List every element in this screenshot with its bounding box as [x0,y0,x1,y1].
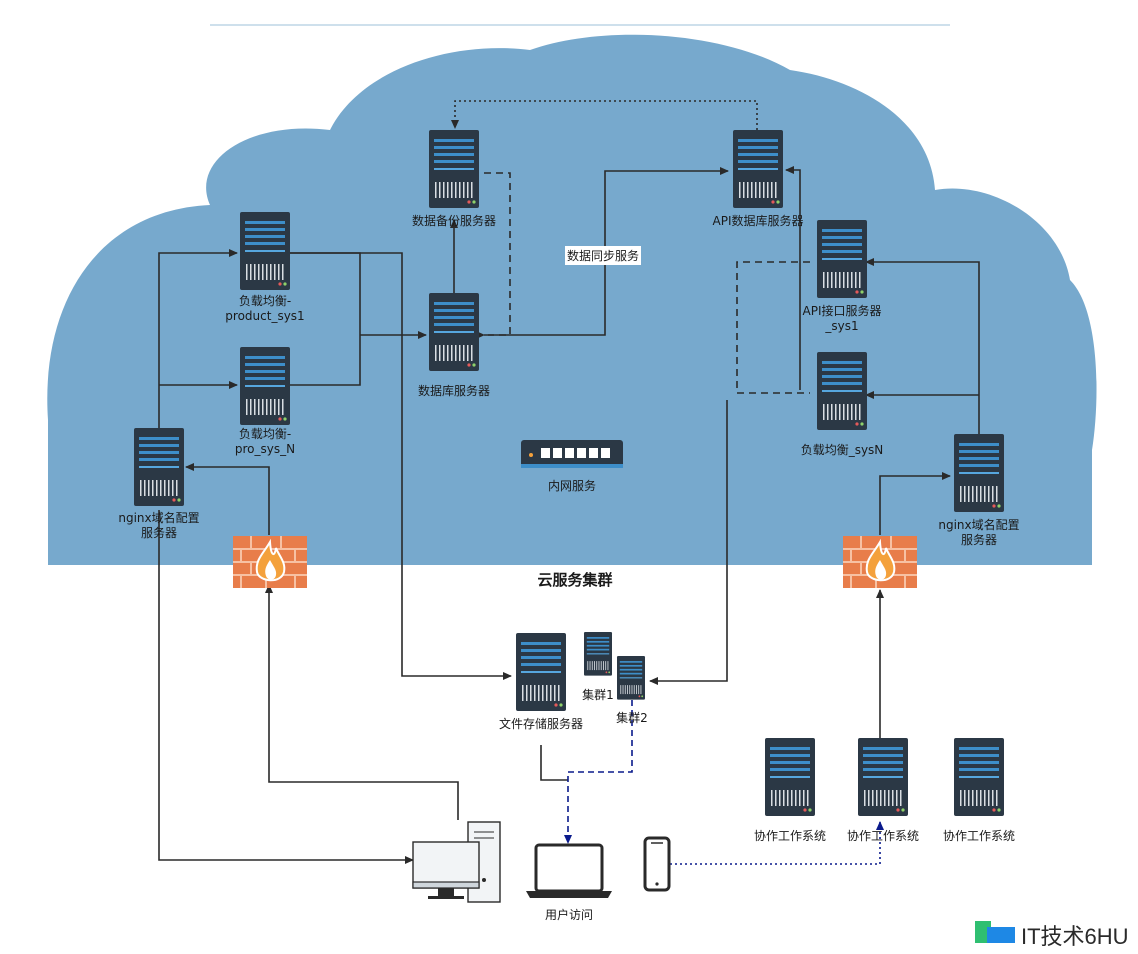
connectors [158,166,980,864]
desktop-computer-icon [412,821,501,903]
api-db-label: API数据库服务器 [712,214,804,228]
api-sys1-server-icon [817,220,867,298]
file-storage-label: 文件存储服务器 [498,717,583,731]
lb-pro-sys-n-label: 负载均衡-pro_sys_N [234,427,296,456]
lb-sysn-server-icon [817,352,867,430]
user-access-label: 用户访问 [544,908,593,922]
cluster1-server-icon [584,632,612,676]
nginx-right-label: nginx域名配置服务器 [938,518,1020,547]
lb-pro-sys-n-server-icon [240,347,290,425]
coop-system-1-label: 协作工作系统 [753,829,826,843]
cluster2-label: 集群2 [616,711,648,725]
db-server-icon [429,293,479,371]
nginx-left-server-icon [134,428,184,506]
coop-system-3-label: 协作工作系统 [942,829,1015,843]
nginx-right-server-icon [954,434,1004,512]
watermark-logo-icon [975,921,1015,943]
file-storage-server-icon [516,633,566,711]
cluster2-server-icon [617,656,645,700]
lb-sysn-label: 负载均衡_sysN [800,443,884,457]
coop-system-2-label: 协作工作系统 [846,829,919,843]
lb-product-sys1-label: 负载均衡-product_sys1 [225,294,305,323]
network-switch-icon [521,440,623,468]
cluster1-label: 集群1 [582,688,614,702]
firewall-right-icon [842,535,918,589]
nginx-left-label: nginx域名配置服务器 [118,511,200,540]
coop-system-1-server-icon [765,738,815,816]
db-label: 数据库服务器 [417,384,490,398]
coop-system-2-server-icon [858,738,908,816]
dashed-connectors [451,100,884,865]
api-sys1-label: API接口服务器_sys1 [802,304,882,333]
api-db-server-icon [733,130,783,208]
mobile-phone-icon [643,836,671,892]
cloud-label: 云服务集群 [537,571,613,589]
backup-db-server-icon [429,130,479,208]
firewall-left-icon [232,535,308,589]
coop-system-3-server-icon [954,738,1004,816]
data-sync-edge-label: 数据同步服务 [565,246,642,265]
intranet-label: 内网服务 [547,479,596,493]
watermark-text: IT技术6HU [1021,924,1129,949]
laptop-icon [526,843,612,898]
backup-db-label: 数据备份服务器 [411,214,496,228]
lb-product-sys1-server-icon [240,212,290,290]
